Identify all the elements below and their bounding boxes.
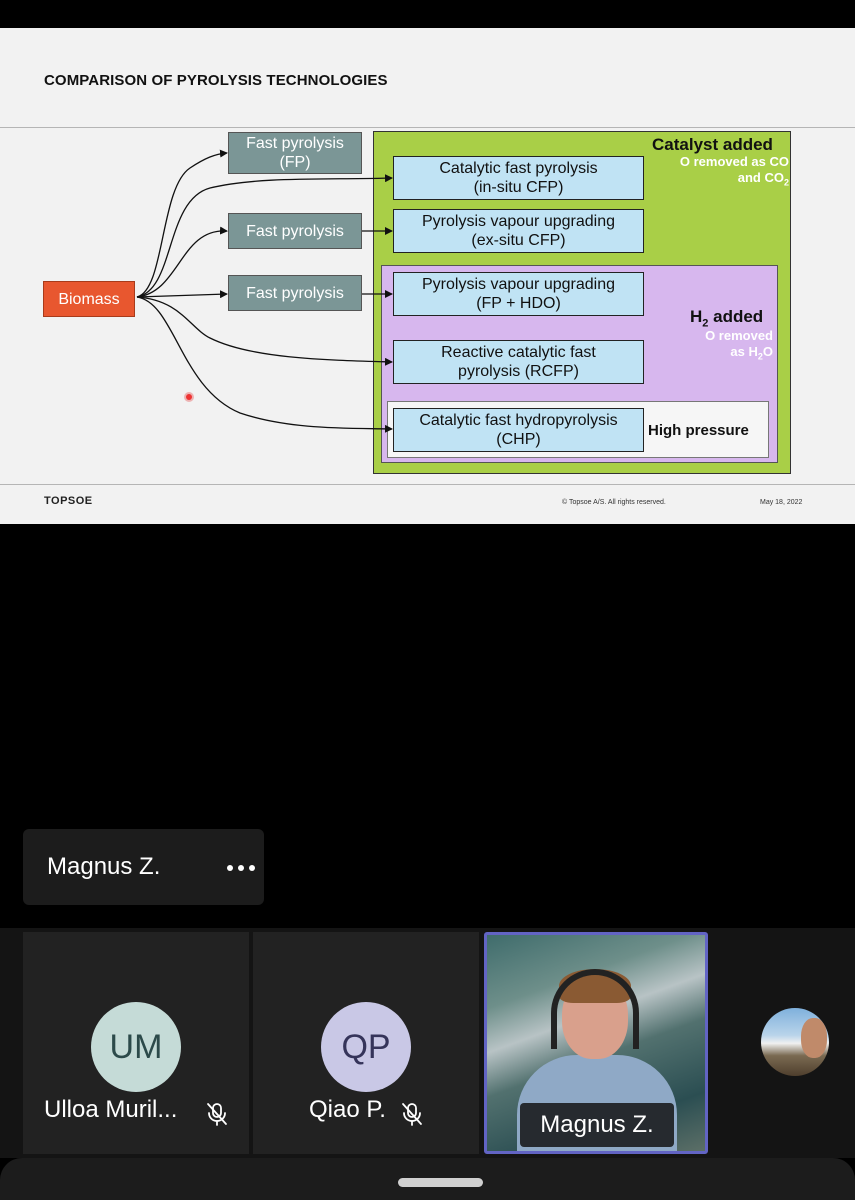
- node-label: (in-situ CFP): [473, 179, 564, 196]
- avatar: UM: [91, 1002, 181, 1092]
- laser-pointer: [186, 394, 192, 400]
- participant-name: Ulloa Muril...: [44, 1096, 178, 1123]
- mic-off-icon: [402, 1103, 422, 1126]
- participant-name: Magnus Z.: [520, 1103, 674, 1147]
- arrow-biomass-to-fp: [136, 149, 228, 298]
- participant-tile[interactable]: UM Ulloa Muril...: [23, 932, 249, 1154]
- participant-name: Qiao P.: [309, 1096, 386, 1123]
- o-removed-h2o-label: O removed as H2O: [660, 328, 773, 365]
- node-label: Catalytic fast pyrolysis: [439, 160, 598, 177]
- node-label: (ex-situ CFP): [471, 232, 566, 249]
- rcfp-node: Reactive catalytic fast pyrolysis (RCFP): [393, 340, 644, 384]
- o-removed-co-line2: and CO2: [737, 170, 789, 188]
- node-label: Catalytic fast hydropyrolysis: [419, 412, 618, 429]
- node-label: (CHP): [496, 431, 541, 448]
- arrow-biomass-to-insitu: [136, 174, 393, 298]
- o-removed-co-line1: O removed as CO: [679, 154, 789, 169]
- avatar: QP: [321, 1002, 411, 1092]
- flow-arrows: [136, 149, 393, 433]
- participant-tile[interactable]: QP Qiao P.: [253, 932, 479, 1154]
- fast-pyrolysis-fp-node: Fast pyrolysis (FP): [228, 132, 362, 174]
- slide-title: COMPARISON OF PYROLYSIS TECHNOLOGIES: [44, 72, 388, 89]
- node-label: pyrolysis (RCFP): [458, 363, 579, 380]
- node-label: Fast pyrolysis: [246, 135, 344, 152]
- ex-situ-cfp-node: Pyrolysis vapour upgrading (ex-situ CFP): [393, 209, 644, 253]
- fast-pyrolysis-low-node: Fast pyrolysis: [228, 275, 362, 311]
- participant-strip[interactable]: UM Ulloa Muril... QP Qiao P.: [0, 928, 855, 1158]
- footer-copyright: © Topsoe A/S. All rights reserved.: [562, 499, 666, 506]
- node-label: (FP): [279, 154, 311, 171]
- mic-off-icon: [207, 1103, 227, 1126]
- slide-divider-bottom: [0, 484, 855, 485]
- biomass-node: Biomass: [43, 281, 135, 317]
- o-removed-co-label: O removed as CO and CO2: [640, 154, 789, 191]
- more-dots-icon[interactable]: [227, 865, 255, 871]
- catalyst-added-label: Catalyst added: [652, 135, 773, 154]
- o-removed-h2o-line1: O removed: [705, 328, 773, 343]
- active-speaker-pill[interactable]: Magnus Z.: [23, 829, 264, 905]
- fp-hdo-node: Pyrolysis vapour upgrading (FP + HDO): [393, 272, 644, 316]
- fast-pyrolysis-mid-node: Fast pyrolysis: [228, 213, 362, 249]
- participant-video-tile[interactable]: Magnus Z.: [484, 932, 708, 1154]
- footer-brand: TOPSOE: [44, 495, 93, 507]
- arrow-biomass-to-fp-low: [136, 290, 228, 299]
- shared-slide: COMPARISON OF PYROLYSIS TECHNOLOGIES Bio…: [0, 28, 855, 524]
- participant-photo-avatar[interactable]: [761, 1008, 829, 1076]
- arrow-biomass-to-chp: [136, 296, 393, 433]
- arrow-biomass-to-rcfp: [136, 296, 393, 366]
- in-situ-cfp-node: Catalytic fast pyrolysis (in-situ CFP): [393, 156, 644, 200]
- node-label: Pyrolysis vapour upgrading: [422, 276, 615, 293]
- high-pressure-label: High pressure: [648, 422, 749, 439]
- active-speaker-name: Magnus Z.: [47, 853, 161, 880]
- video-headphones: [551, 969, 639, 1049]
- avatar-face: [801, 1018, 827, 1058]
- chp-node: Catalytic fast hydropyrolysis (CHP): [393, 408, 644, 452]
- h2-added-label: H2 added: [690, 307, 764, 330]
- system-navigation-bar: [0, 1158, 855, 1200]
- footer-date: May 18, 2022: [760, 499, 803, 506]
- slide-divider-top: [0, 127, 855, 128]
- o-removed-h2o-line2: as H2O: [730, 344, 773, 362]
- node-label: Reactive catalytic fast: [441, 344, 596, 361]
- node-label: Pyrolysis vapour upgrading: [422, 213, 615, 230]
- node-label: (FP + HDO): [476, 295, 561, 312]
- arrow-biomass-to-fp-mid: [136, 226, 228, 298]
- home-indicator[interactable]: [398, 1178, 483, 1187]
